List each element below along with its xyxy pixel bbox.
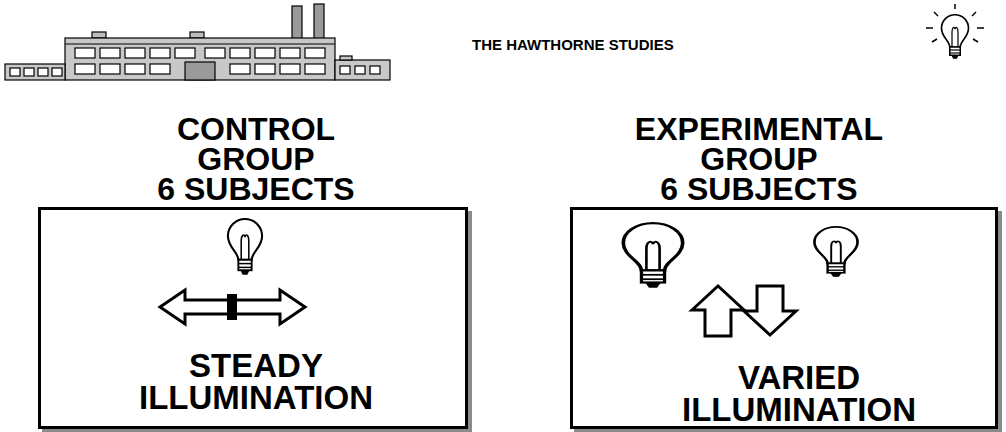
bright-bulb <box>623 223 682 287</box>
group-box: EXPERIMENTAL GROUP 6 SUBJECTSVARIED ILLU… <box>570 207 998 429</box>
condition-label: VARIED ILLUMINATION <box>585 362 1006 426</box>
steady-double-arrow <box>160 290 305 324</box>
dim-bulb <box>814 227 857 276</box>
factory-illustration <box>5 4 390 80</box>
group-box: CONTROL GROUP 6 SUBJECTSSTEADY ILLUMINAT… <box>38 207 468 429</box>
group-heading: CONTROL GROUP 6 SUBJECTS <box>41 114 471 204</box>
steady-bulb <box>228 219 262 274</box>
lightbulb-icon <box>926 4 984 58</box>
up-down-arrows <box>692 286 796 336</box>
diagram-title: THE HAWTHORNE STUDIES <box>472 36 674 54</box>
group-heading: EXPERIMENTAL GROUP 6 SUBJECTS <box>545 114 973 204</box>
condition-label: STEADY ILLUMINATION <box>41 350 471 414</box>
